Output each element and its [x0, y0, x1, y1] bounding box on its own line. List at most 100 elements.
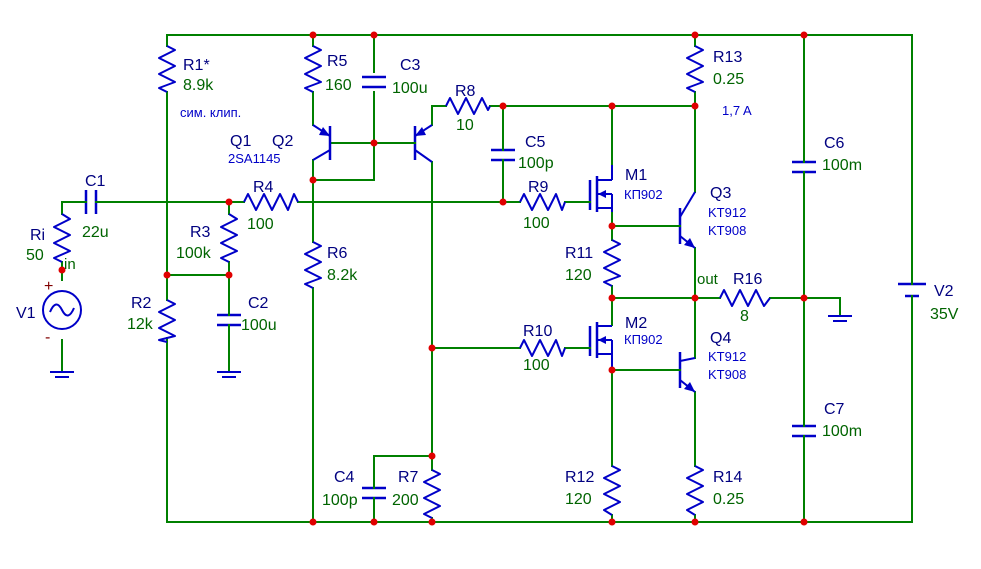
q3-transistor [669, 191, 696, 249]
v2-label: V2 [934, 283, 954, 300]
r16-label: R16 [733, 271, 762, 288]
q1-transistor [312, 124, 332, 161]
r12-label: R12 [565, 469, 594, 486]
v1-label: V1 [16, 305, 36, 322]
v2-source [898, 277, 926, 313]
r16-value: 8 [740, 308, 749, 325]
m2-model: КП902 [624, 332, 663, 347]
ri-value: 50 [26, 247, 44, 264]
r14-resistor [686, 465, 704, 516]
ground-c2-icon [217, 371, 241, 378]
r6-value: 8.2k [327, 267, 358, 284]
m1-mosfet [581, 165, 613, 212]
r8-label: R8 [455, 83, 476, 100]
r3-label: R3 [190, 224, 211, 241]
r5-resistor [304, 45, 322, 93]
r13-note: 1,7 A [722, 103, 752, 118]
r7-resistor [423, 469, 441, 519]
junction-nodes [58, 31, 808, 526]
q2-label: Q2 [272, 133, 293, 150]
r14-label: R14 [713, 469, 742, 486]
c7-label: C7 [824, 401, 845, 418]
c1-label: C1 [85, 173, 106, 190]
r9-resistor [519, 193, 566, 211]
r9-label: R9 [528, 179, 549, 196]
m2-mosfet [581, 322, 613, 372]
r8-value: 10 [456, 117, 474, 134]
r8-c5-wires [489, 105, 696, 203]
c3-value: 100u [392, 80, 428, 97]
r16-resistor [719, 289, 771, 307]
v1-source [42, 290, 82, 330]
r9-value: 100 [523, 215, 550, 232]
r12-resistor [603, 465, 621, 516]
ground-symbols [50, 315, 852, 378]
q4-transistor [669, 352, 696, 393]
r11-label: R11 [565, 245, 593, 262]
net-in: in [64, 256, 76, 273]
r10-label: R10 [523, 323, 552, 340]
q4-model1: KT912 [708, 349, 746, 364]
c2-label: C2 [248, 295, 269, 312]
c3-label: C3 [400, 57, 421, 74]
r12-value: 120 [565, 491, 592, 508]
c4-capacitor [362, 479, 386, 519]
r8-resistor [445, 97, 491, 115]
top-rail-wire [166, 34, 913, 151]
r7-label: R7 [398, 469, 419, 486]
input-wires [61, 201, 583, 366]
q2-collector-wires [373, 105, 583, 481]
c2-value: 100u [241, 317, 277, 334]
c6-value: 100m [822, 157, 862, 174]
q3-label: Q3 [710, 185, 731, 202]
r6-resistor [304, 241, 322, 289]
c7-capacitor [792, 419, 816, 441]
r13-resistor [686, 45, 704, 93]
c5-label: C5 [525, 134, 546, 151]
transistors [312, 124, 696, 393]
v1-minus: - [45, 329, 50, 346]
r11-resistor [603, 239, 621, 287]
r2-label: R2 [131, 295, 152, 312]
q3-model1: KT912 [708, 205, 746, 220]
c5-value: 100p [518, 155, 554, 172]
r6-label: R6 [327, 245, 348, 262]
r7-value: 200 [392, 492, 419, 509]
mosfet-wires [611, 105, 671, 467]
ri-resistor [53, 213, 71, 263]
r1-value: 8.9k [183, 77, 214, 94]
c6-label: C6 [824, 135, 845, 152]
c1-value: 22u [82, 224, 109, 241]
capacitors [81, 75, 816, 519]
r2-value: 12k [127, 316, 154, 333]
m1-model: КП902 [624, 187, 663, 202]
c4-value: 100p [322, 492, 358, 509]
divider-wires [166, 91, 230, 367]
r14-value: 0.25 [713, 491, 744, 508]
ground-output-icon [828, 315, 852, 322]
ri-label: Ri [30, 227, 45, 244]
labels: R1* 8.9k сим. клип. R5 160 C3 100u R13 0… [16, 49, 959, 509]
r10-resistor [519, 339, 566, 357]
net-out: out [697, 271, 719, 288]
v1-plus: + [44, 278, 53, 295]
c1-capacitor [81, 190, 101, 214]
r3-resistor [220, 213, 238, 263]
q2-transistor [399, 124, 433, 163]
q3-model2: KT908 [708, 223, 746, 238]
c4-label: C4 [334, 469, 355, 486]
q2-model: 2SA1145 [228, 151, 281, 166]
r3-value: 100k [176, 245, 212, 262]
r4-resistor [243, 193, 299, 211]
r13-label: R13 [713, 49, 742, 66]
resistors [53, 45, 771, 519]
c6-capacitor [792, 149, 816, 187]
r10-value: 100 [523, 357, 550, 374]
r2-resistor [158, 299, 176, 343]
q4-label: Q4 [710, 330, 731, 347]
m2-label: M2 [625, 315, 647, 332]
r11-value: 120 [565, 267, 592, 284]
r4-label: R4 [253, 179, 274, 196]
q1-label: Q1 [230, 133, 251, 150]
